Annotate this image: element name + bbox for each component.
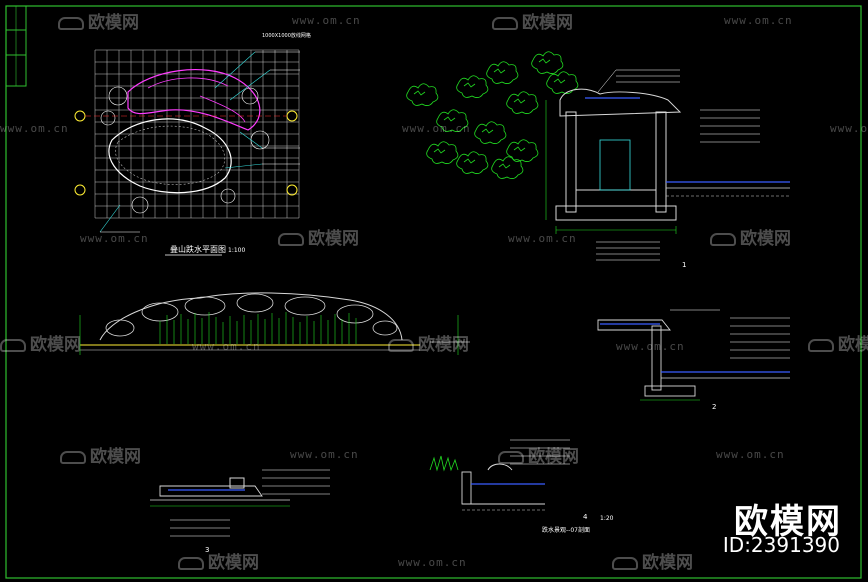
grid-note: 1000X1000放线网格 [262,32,311,39]
rock-mass [127,68,261,131]
watermark-url: www.om.cn [292,14,361,27]
sofa-logo-icon [492,17,518,30]
watermark-url: www.om.cn [398,556,467,569]
plan-view: 叠山跌水平面图 1:100 1000X1000放线网格 [74,32,311,256]
watermark-url: www.om.cn [192,340,261,353]
watermark-url: www.om.cn [290,448,359,461]
watermark-url: www.om.cn [0,122,69,135]
plan-scale: 1:100 [228,247,245,254]
drawing-frame [5,5,862,579]
plan-title: 叠山跌水平面图 [170,244,226,254]
watermark-text: 欧模网 [838,335,868,355]
section-1-rock [559,88,682,117]
watermark-text: 欧模网 [308,229,359,249]
watermark-logo-5: 欧模网 [0,330,81,355]
sofa-logo-icon [498,451,524,464]
watermark-logo-9: 欧模网 [498,442,579,467]
section-2: 2 [597,309,790,411]
section-2-number: 2 [712,403,716,411]
section-4-number: 4 [583,513,588,521]
corner-brand-id: ID:2391390 [722,533,840,557]
watermark-text: 欧模网 [88,13,139,33]
plan-grid [94,49,300,219]
section-3-number: 3 [205,546,209,554]
sofa-logo-icon [0,339,26,352]
watermark-text: 欧模网 [208,553,259,573]
watermark-text: 欧模网 [90,447,141,467]
sofa-logo-icon [612,557,638,570]
sofa-logo-icon [178,557,204,570]
watermark-logo-2: 欧模网 [492,8,573,33]
waterfall-lines [159,312,357,344]
watermark-text: 欧模网 [740,229,791,249]
sofa-logo-icon [278,233,304,246]
watermark-url: www.om.cn [402,122,471,135]
watermark-url: www.om.cn [80,232,149,245]
watermark-text: 欧模网 [418,335,469,355]
watermark-text: 欧模网 [642,553,693,573]
section-4-scale: 1:20 [600,515,614,522]
sofa-logo-icon [710,233,736,246]
pond-hatch [115,125,225,185]
section-4: 4 跌水景观--07剖面 1:20 [429,439,614,534]
watermark-logo-1: 欧模网 [58,8,139,33]
watermark-logo-4: 欧模网 [710,224,791,249]
tree-canopy [406,51,579,179]
watermark-logo-7: 欧模网 [808,330,868,355]
watermark-logo-10: 欧模网 [178,548,259,573]
watermark-url: www.om.cn [508,232,577,245]
watermark-text: 欧模网 [30,335,81,355]
watermark-url: www.om.cn [716,448,785,461]
watermark-url: www.om.cn [724,14,793,27]
watermark-logo-11: 欧模网 [612,548,693,573]
watermark-text: 欧模网 [528,447,579,467]
section-1-number: 1 [682,261,686,269]
watermark-url: www.om.cn [830,122,868,135]
section-4-title: 跌水景观--07剖面 [542,526,590,534]
elevation-view [79,292,470,355]
section-1: 1 [406,51,790,269]
corner-brand-name: 欧模网 [734,502,842,542]
pond-outline [108,118,232,194]
sofa-logo-icon [808,339,834,352]
section-3: 3 [150,469,330,554]
sofa-logo-icon [60,451,86,464]
watermark-text: 欧模网 [522,13,573,33]
sofa-logo-icon [58,17,84,30]
watermark-logo-6: 欧模网 [388,330,469,355]
watermark-logo-3: 欧模网 [278,224,359,249]
watermark-url: www.om.cn [616,340,685,353]
watermark-logo-8: 欧模网 [60,442,141,467]
sofa-logo-icon [388,339,414,352]
